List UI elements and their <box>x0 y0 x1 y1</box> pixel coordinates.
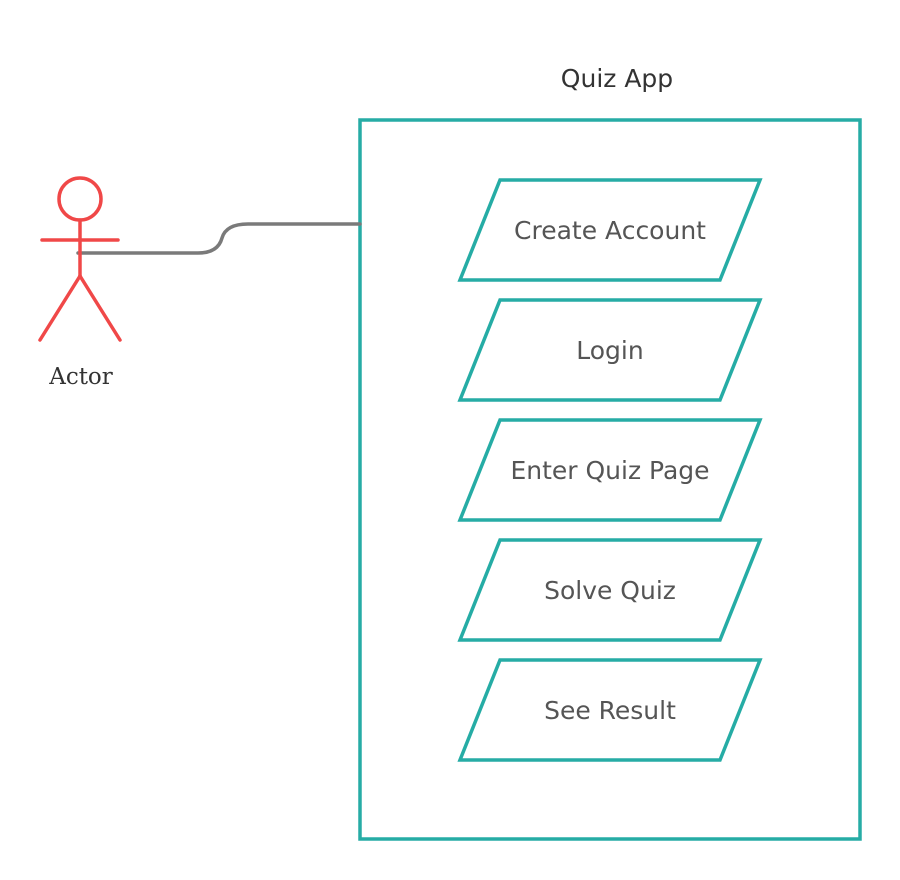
actor-figure <box>38 176 122 342</box>
actor-right-leg <box>78 274 122 342</box>
use-case-shape <box>457 658 763 762</box>
use-case[interactable]: Enter Quiz Page <box>457 418 763 522</box>
use-case[interactable]: Login <box>457 298 763 402</box>
use-case-shape <box>457 178 763 282</box>
use-case[interactable]: See Result <box>457 658 763 762</box>
use-case[interactable]: Solve Quiz <box>457 538 763 642</box>
actor-left-leg <box>38 274 82 342</box>
system-title: Quiz App <box>561 64 673 93</box>
use-case-shape <box>457 418 763 522</box>
actor-label: Actor <box>48 364 113 390</box>
use-case-label: Create Account <box>514 216 706 245</box>
use-case-label: See Result <box>544 696 676 725</box>
association-line <box>76 222 362 255</box>
use-case-label: Login <box>576 336 643 365</box>
use-case-shape <box>457 298 763 402</box>
actor-head <box>57 176 103 222</box>
use-case-label: Enter Quiz Page <box>510 456 709 485</box>
use-case-shape <box>457 538 763 642</box>
use-case-label: Solve Quiz <box>544 576 676 605</box>
use-case[interactable]: Create Account <box>457 178 763 282</box>
